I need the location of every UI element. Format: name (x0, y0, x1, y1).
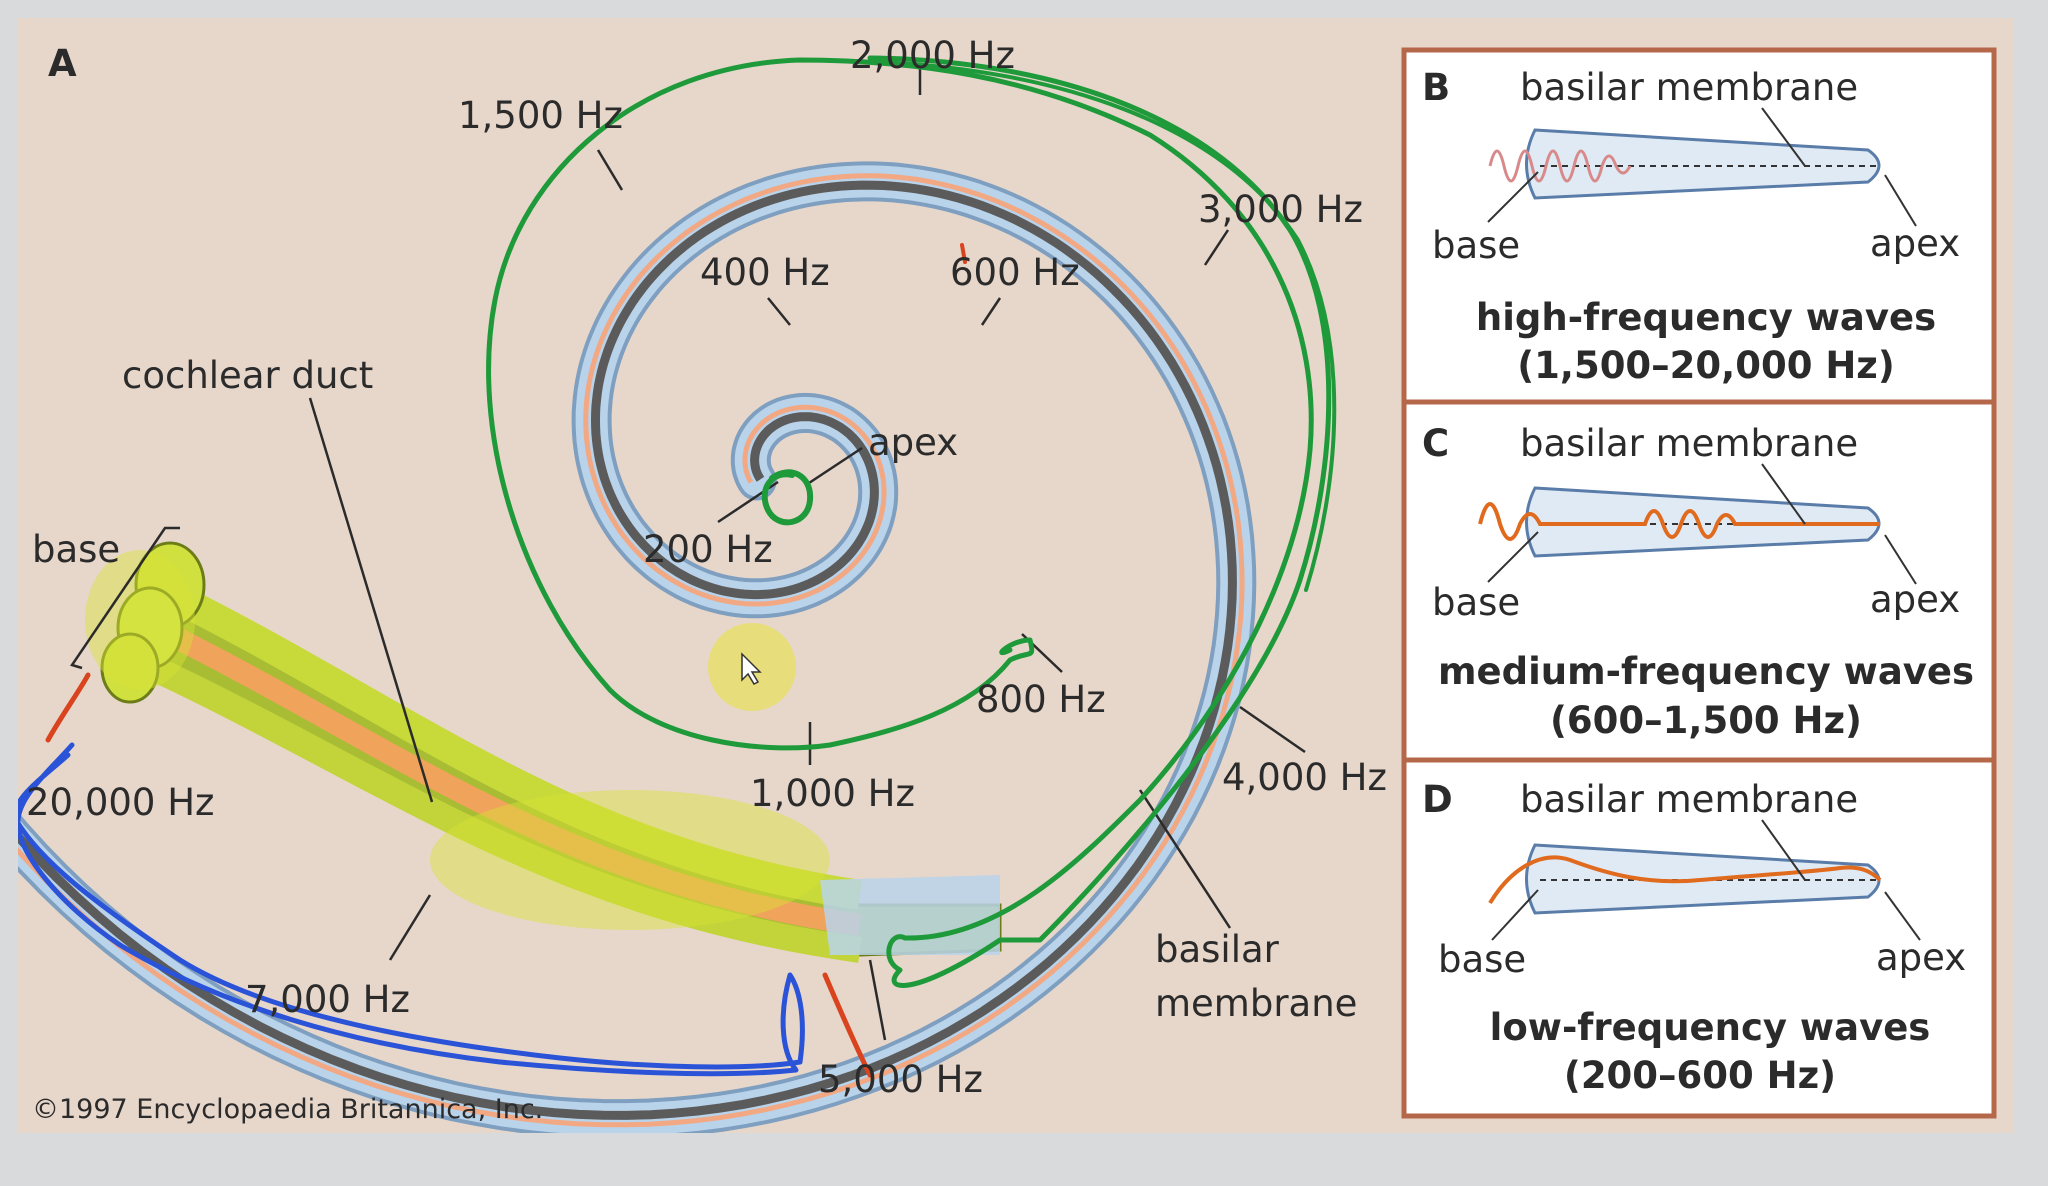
label-2000-hz: 2,000 Hz (850, 34, 1015, 77)
label-membrane: membrane (1155, 982, 1357, 1025)
base-bracket (70, 526, 180, 670)
highlight-blob (430, 790, 830, 930)
label-cochlear-duct: cochlear duct (122, 354, 373, 397)
panel-d-box (1401, 757, 1997, 1119)
panel-c-letter: C (1422, 422, 1449, 465)
label-1500-hz: 1,500 Hz (458, 94, 623, 137)
leader-600 (980, 297, 1002, 326)
red-annotation-left (45, 672, 91, 743)
panel-b-box (1401, 47, 1997, 405)
panel-d-letter: D (1422, 778, 1453, 821)
leader-1500 (596, 149, 624, 191)
duct-opening-bottom (100, 632, 160, 704)
spiral-orange-band (18, 173, 1245, 1128)
label-basilar: basilar (1155, 928, 1280, 971)
panel-d-title: low-frequency waves (1490, 1006, 1931, 1049)
panel-a-letter: A (48, 42, 77, 85)
spiral-dark-band (18, 180, 1237, 1120)
cochlear-duct-base (85, 541, 1002, 963)
panel-b-wave (1488, 149, 1632, 183)
panel-d-membrane-label: basilar membrane (1520, 778, 1858, 821)
panel-b-membrane-label: basilar membrane (1520, 66, 1858, 109)
panel-c-range: (600–1,500 Hz) (1550, 699, 1862, 742)
label-base: base (32, 528, 120, 571)
label-apex: apex (868, 421, 958, 464)
copyright-notice: ©1997 Encyclopaedia Britannica, Inc. (32, 1094, 543, 1125)
panel-c-box (1401, 399, 1997, 763)
duct-lower-tube (119, 643, 862, 963)
label-5000-hz: 5,000 Hz (818, 1058, 983, 1101)
panel-d-apex-leader (1884, 891, 1921, 941)
leader-3000 (1203, 229, 1230, 266)
leader-7000 (388, 894, 432, 961)
panel-d: D basilar membrane base apex low-frequen… (1401, 757, 1997, 1119)
panel-b-membrane-leader (1761, 107, 1806, 167)
panel-c-base-leader (1487, 531, 1539, 583)
cursor-arrow-icon (741, 652, 762, 685)
blue-annotation (18, 742, 805, 1077)
panel-d-base-leader (1491, 889, 1539, 941)
label-7000-hz: 7,000 Hz (245, 978, 410, 1021)
panel-b-range: (1,500–20,000 Hz) (1517, 344, 1895, 387)
panel-b-letter: B (1422, 66, 1450, 109)
panel-b-title: high-frequency waves (1476, 296, 1936, 339)
panel-c-wave (1478, 502, 1880, 541)
annotations (18, 55, 1337, 1078)
duct-upper-tube (143, 571, 863, 910)
panel-d-apex-label: apex (1876, 936, 1966, 979)
cochlea-spiral (18, 161, 1257, 1133)
panel-d-membrane-leader (1761, 819, 1806, 881)
label-20000-hz: 20,000 Hz (26, 781, 214, 824)
label-600-hz: 600 Hz (950, 251, 1080, 294)
label-200-hz: 200 Hz (643, 528, 773, 571)
panel-c-title: medium-frequency waves (1438, 650, 1974, 693)
panel-d-range: (200–600 Hz) (1564, 1054, 1836, 1097)
panel-c-membrane-leader (1761, 463, 1806, 525)
wave-panels: B basilar membrane base apex high-freque… (1401, 47, 1997, 1119)
label-400-hz: 400 Hz (700, 251, 830, 294)
label-800-hz: 800 Hz (976, 678, 1106, 721)
panel-b: B basilar membrane base apex high-freque… (1401, 47, 1997, 405)
leader-400 (767, 297, 791, 326)
green-annotation-double (878, 60, 1337, 592)
label-4000-hz: 4,000 Hz (1222, 756, 1387, 799)
label-3000-hz: 3,000 Hz (1198, 188, 1363, 231)
label-1000-hz: 1,000 Hz (750, 772, 915, 815)
panel-c-membrane-label: basilar membrane (1520, 422, 1858, 465)
panel-b-apex-label: apex (1870, 222, 1960, 265)
duct-orange-band (135, 610, 862, 936)
red-annotation-bottom (822, 972, 873, 1078)
panel-c: C basilar membrane base apex medium-freq… (1401, 399, 1997, 763)
panel-b-base-leader (1487, 171, 1539, 223)
highlight-blob-small (85, 550, 195, 690)
leader-5000 (868, 959, 887, 1041)
panel-b-apex-leader (1884, 174, 1917, 227)
panel-c-apex-leader (1884, 534, 1917, 585)
duct-blue-end (820, 875, 1000, 955)
panel-b-base-label: base (1432, 224, 1520, 267)
leader-4000 (1239, 705, 1306, 754)
green-annotation-inner-loop (761, 469, 814, 526)
green-annotation-outer (486, 55, 1332, 988)
panel-d-base-label: base (1438, 938, 1526, 981)
panel-c-base-label: base (1432, 581, 1520, 624)
red-annotation-tick (960, 243, 967, 264)
leader-cochlear-duct (308, 397, 434, 803)
panel-d-wave (1488, 855, 1882, 905)
panel-c-apex-label: apex (1870, 578, 1960, 621)
leader-apex (805, 446, 863, 487)
